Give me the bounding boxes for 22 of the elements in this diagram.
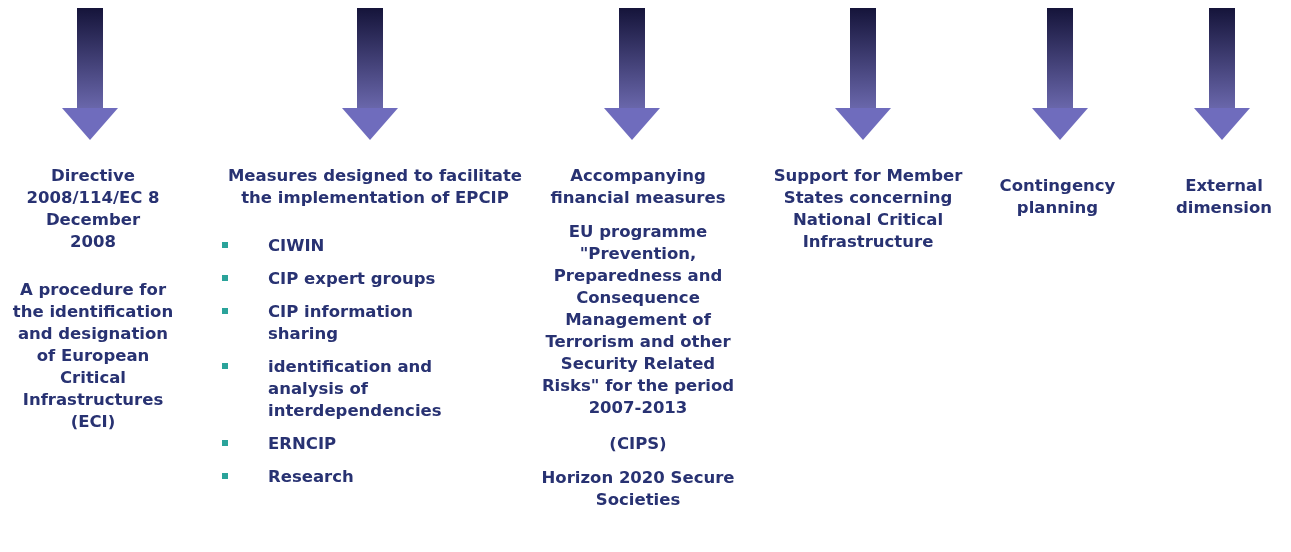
list-item: CIP information sharing	[268, 301, 415, 345]
list-item: ERNCIP	[268, 433, 338, 455]
column-text: A procedure for the identification and designation of European Critical Infrastructures (ECI)	[11, 279, 175, 433]
column-text: (CIPS)	[608, 433, 668, 455]
column-heading: Directive 2008/114/EC 8 December 2008	[25, 165, 161, 253]
column-text: Horizon 2020 Secure Societies	[540, 467, 736, 511]
column-heading: Accompanying financial measures	[549, 165, 727, 209]
arrow	[1032, 8, 1088, 140]
arrow	[342, 8, 398, 140]
column-heading: Measures designed to facilitate the implementation of EPCIP	[226, 165, 524, 209]
arrow	[62, 8, 118, 140]
list-item: Research	[268, 466, 355, 488]
column-heading: Contingency planning	[998, 175, 1117, 219]
column-heading: External dimension	[1174, 175, 1274, 219]
arrow	[835, 8, 891, 140]
arrow	[604, 8, 660, 140]
list-item: CIP expert groups	[268, 268, 437, 290]
arrow	[1194, 8, 1250, 140]
column-text: EU programme "Prevention, Preparedness and Consequence Management of Terrorism and other Security Related Risks" for the period 2007-2013	[540, 221, 736, 419]
list-item: CIWIN	[268, 235, 326, 257]
column-heading: Support for Member States concerning National Critical Infrastructure	[772, 165, 964, 253]
list-item: identification and analysis of interdependencies	[268, 356, 443, 422]
